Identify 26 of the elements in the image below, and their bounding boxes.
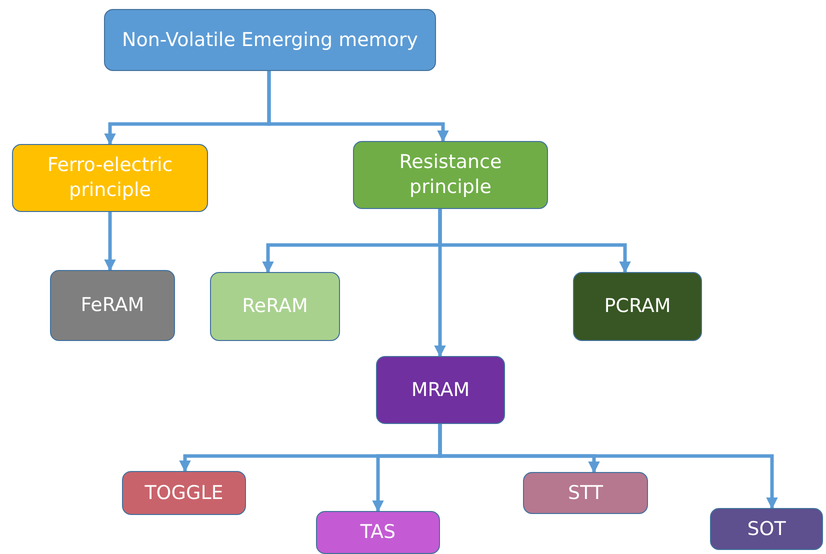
node-box: [50, 270, 175, 341]
node-label: ReRAM: [242, 294, 308, 319]
arrow: [104, 212, 116, 272]
node-box: [12, 144, 208, 212]
node-box: [210, 272, 340, 341]
node-label: SOT: [747, 516, 786, 542]
node-box: [353, 141, 548, 209]
node-label: FeRAM: [80, 293, 144, 318]
arrow: [267, 71, 449, 142]
node-label: Resistance principle: [398, 150, 503, 200]
node-box: [316, 511, 440, 554]
node-box: [523, 472, 648, 514]
node-label: PCRAM: [604, 294, 671, 319]
node-label: TAS: [360, 520, 396, 545]
node-label: MRAM: [411, 378, 470, 402]
arrow: [438, 424, 778, 510]
node-box: [573, 272, 702, 341]
node-label: STT: [568, 480, 603, 506]
node-box: [710, 508, 823, 550]
arrow: [434, 209, 446, 358]
node-box: [122, 471, 246, 515]
node-box: [104, 9, 436, 71]
node-label: Non-Volatile Emerging memory: [122, 28, 418, 52]
node-label: TOGGLE: [144, 480, 224, 506]
node-label: Ferro-electric principle: [46, 153, 174, 203]
node-box: [376, 356, 505, 424]
